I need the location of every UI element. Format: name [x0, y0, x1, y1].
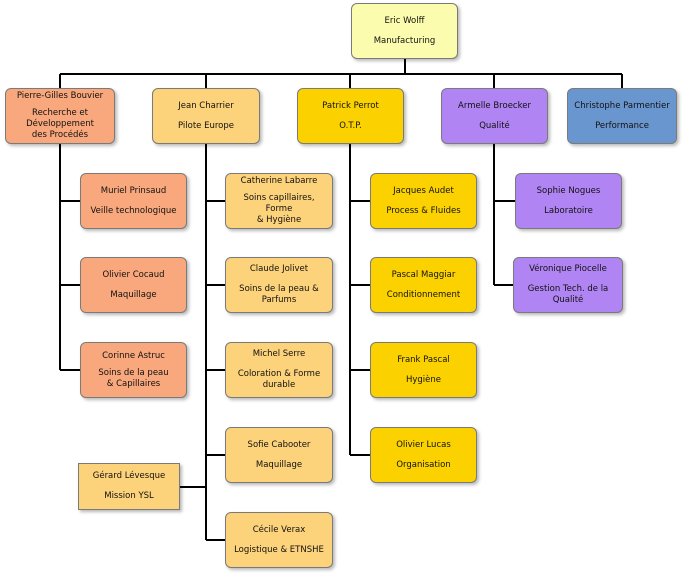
node-olivier-cocaud: Olivier Cocaud Maquillage — [80, 257, 187, 313]
node-role: Maquillage — [110, 289, 157, 300]
node-role: Pilote Europe — [177, 120, 235, 131]
node-name: Véronique Piocelle — [529, 264, 607, 274]
node-role: Conditionnement — [386, 289, 461, 300]
node-role: Mission YSL — [104, 491, 154, 501]
node-role: Laboratoire — [544, 205, 593, 216]
node-jacques-audet: Jacques Audet Process & Fluides — [370, 173, 477, 229]
node-jean-charrier: Jean Charrier Pilote Europe — [152, 88, 260, 144]
node-frank-pascal: Frank Pascal Hygiène — [370, 342, 477, 398]
node-cecile-verax: Cécile Verax Logistique & ETNSHE — [225, 512, 333, 568]
node-sofie-cabooter: Sofie Cabooter Maquillage — [225, 427, 333, 483]
node-role: Veille technologique — [90, 205, 177, 216]
node-role: Soins de la peau & Capillaires — [98, 367, 169, 389]
node-michel-serre: Michel Serre Coloration & Forme durable — [225, 342, 333, 398]
node-name: Gérard Lévesque — [92, 471, 166, 481]
node-role: Process & Fluides — [386, 205, 461, 216]
node-armelle-broecker: Armelle Broecker Qualité — [441, 88, 548, 144]
node-name: Cécile Verax — [252, 524, 306, 535]
node-name: Michel Serre — [252, 349, 306, 359]
node-name: Claude Jolivet — [249, 264, 309, 274]
node-gerard-levesque: Gérard Lévesque Mission YSL — [78, 463, 180, 510]
node-muriel-prinsaud: Muriel Prinsaud Veille technologique — [80, 173, 187, 229]
node-name: Corinne Astruc — [102, 350, 165, 361]
node-name: Olivier Lucas — [396, 439, 451, 450]
node-name: Armelle Broecker — [458, 100, 531, 111]
node-name: Jacques Audet — [393, 185, 454, 196]
node-name: Olivier Cocaud — [102, 269, 165, 280]
node-corinne-astruc: Corinne Astruc Soins de la peau & Capill… — [80, 342, 187, 398]
node-patrick-perrot: Patrick Perrot O.T.P. — [297, 88, 404, 144]
node-name: Muriel Prinsaud — [100, 185, 167, 196]
node-name: Sofie Cabooter — [247, 439, 311, 450]
node-role: Soins de la peau & Parfums — [239, 284, 319, 305]
node-name: Pascal Maggiar — [391, 269, 456, 280]
node-role: Manufacturing — [373, 35, 436, 46]
node-role: Performance — [595, 120, 649, 131]
node-role: Hygiène — [405, 374, 442, 385]
node-name: Catherine Labarre — [240, 176, 318, 186]
node-role: Maquillage — [255, 459, 303, 470]
node-eric-wolff: Eric Wolff Manufacturing — [351, 3, 458, 59]
node-role: Soins capillaires, Forme & Hygiène — [243, 193, 315, 225]
node-sophie-nogues: Sophie Nogues Laboratoire — [515, 173, 622, 229]
node-claude-jolivet: Claude Jolivet Soins de la peau & Parfum… — [225, 257, 333, 313]
node-role: Coloration & Forme durable — [237, 369, 321, 390]
node-name: Eric Wolff — [384, 15, 425, 26]
node-pascal-maggiar: Pascal Maggiar Conditionnement — [370, 257, 477, 313]
node-christophe-parmentier: Christophe Parmentier Performance — [567, 88, 677, 144]
node-name: Jean Charrier — [178, 100, 234, 111]
node-catherine-labarre: Catherine Labarre Soins capillaires, For… — [225, 173, 333, 229]
node-name: Patrick Perrot — [322, 100, 379, 111]
node-pierre-gilles-bouvier: Pierre-Gilles Bouvier Recherche et Dével… — [5, 88, 115, 144]
node-role: Organisation — [396, 459, 451, 470]
node-name: Sophie Nogues — [536, 185, 601, 196]
node-role: O.T.P. — [339, 120, 362, 131]
node-name: Pierre-Gilles Bouvier — [16, 91, 104, 101]
node-olivier-lucas: Olivier Lucas Organisation — [370, 427, 477, 483]
node-veronique-piocelle: Véronique Piocelle Gestion Tech. de la Q… — [513, 257, 623, 313]
node-name: Frank Pascal — [397, 354, 450, 365]
node-role: Qualité — [479, 120, 510, 131]
node-name: Christophe Parmentier — [574, 100, 670, 111]
node-role: Recherche et Développement des Procédés — [26, 108, 94, 140]
node-role: Logistique & ETNSHE — [234, 544, 324, 555]
node-role: Gestion Tech. de la Qualité — [527, 284, 609, 305]
